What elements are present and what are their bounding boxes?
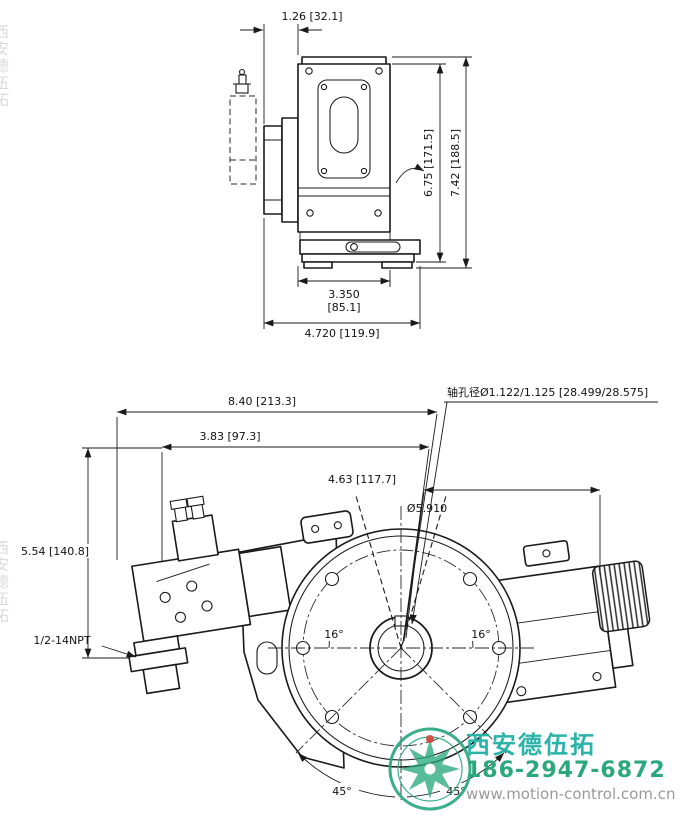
side-view-drawing bbox=[229, 56, 425, 269]
dim-total-width-side: 4.720 [119.9] bbox=[304, 327, 379, 340]
side-shaft-boss bbox=[263, 125, 283, 215]
dim-total-width-front: 8.40 [213.3] bbox=[228, 395, 296, 408]
front-right-assembly bbox=[486, 539, 651, 704]
bolt-hole bbox=[324, 571, 340, 587]
side-cover-panel bbox=[317, 79, 371, 179]
dim-body-width-in: 3.350 bbox=[328, 288, 360, 301]
front-top-left-tab bbox=[300, 510, 354, 544]
watermark-website: www.motion-control.com.cn bbox=[466, 784, 676, 803]
terminal-connector bbox=[171, 514, 219, 562]
terminal-box-body bbox=[131, 548, 252, 643]
watermark-phone: 186-2947-6872 bbox=[466, 757, 666, 783]
dim-right-width: 4.63 [117.7] bbox=[328, 473, 396, 486]
dim-flange-diameter: Ø5.910 bbox=[407, 502, 447, 515]
dim-inner-height: 6.75 [171.5] bbox=[422, 129, 435, 197]
front-knurled-knob bbox=[591, 560, 651, 633]
bolt-hole bbox=[462, 571, 478, 587]
side-window-slot bbox=[329, 96, 359, 154]
edge-watermark-top: 西安德伍拓 bbox=[0, 24, 10, 109]
side-housing-body bbox=[297, 63, 391, 233]
angle-bottom-left-label: 45° bbox=[332, 785, 352, 798]
conduit-label: 1/2-14NPT bbox=[33, 634, 91, 647]
front-view-dimensions: 轴孔径Ø1.122/1.125 [28.499/28.575] 8.40 [21… bbox=[14, 385, 658, 659]
dim-body-width-mm: [85.1] bbox=[327, 301, 360, 314]
shaft-bore-note: 轴孔径Ø1.122/1.125 [28.499/28.575] bbox=[447, 385, 648, 399]
watermark-company: 西安德伍拓 bbox=[466, 731, 596, 759]
dim-boss-width: 1.26 [32.1] bbox=[281, 10, 342, 23]
dim-height-front: 5.54 [140.8] bbox=[21, 545, 89, 558]
angle-right-label: 16° bbox=[471, 628, 491, 641]
watermark-stamp bbox=[388, 727, 472, 811]
dim-outer-height: 7.42 [188.5] bbox=[449, 129, 462, 197]
edge-watermark-mid: 西安德伍拓 bbox=[0, 540, 10, 625]
side-flange bbox=[281, 117, 299, 223]
front-view-drawing: 16° 16° 45° 45° bbox=[128, 495, 651, 800]
dim-left-width: 3.83 [97.3] bbox=[199, 430, 260, 443]
angle-left-label: 16° bbox=[324, 628, 344, 641]
front-terminal-box bbox=[128, 495, 292, 695]
side-fitting-hidden bbox=[229, 95, 257, 185]
side-view-dimensions: 1.26 [32.1] 6.75 [171.5] 7.42 [188.5] 3.… bbox=[240, 10, 472, 340]
stamp-red-dot bbox=[426, 735, 434, 743]
watermark-block: 西安德伍拓 186-2947-6872 www.motion-control.c… bbox=[466, 732, 675, 802]
